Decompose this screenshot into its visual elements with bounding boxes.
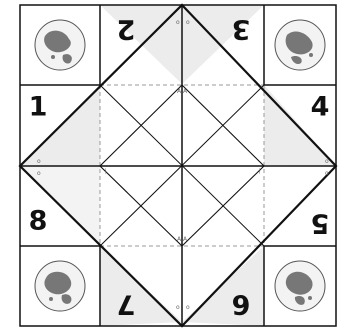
map-globe-icon (35, 20, 85, 70)
fortune-number-7: 7 (117, 289, 136, 320)
corner-mark-left-lower: o (37, 170, 41, 177)
top-center-mark: o (176, 19, 180, 26)
inner-right-mark: — (256, 168, 263, 174)
fortune-number-1: 1 (29, 92, 48, 123)
fortune-number-4: 4 (311, 92, 330, 123)
fold-mark-bottom: A A (177, 236, 188, 243)
fortune-number-2: 2 (117, 14, 136, 45)
corner-mark-left: o (37, 158, 41, 165)
bottom-center-mark: o (176, 304, 180, 311)
fortune-number-3: 3 (232, 14, 251, 45)
corner-mark-right: o (325, 158, 329, 165)
fortune-number-8: 8 (29, 206, 48, 237)
map-globe-icon (35, 261, 85, 311)
fortune-number-6: 6 (232, 289, 251, 320)
map-globe-icon (275, 20, 325, 70)
top-center-mark-right: o (186, 19, 190, 26)
map-globe-icon (275, 261, 325, 311)
fortune-number-5: 5 (311, 208, 330, 239)
bottom-center-mark-right: o (186, 304, 190, 311)
inner-left-mark: — (102, 168, 109, 174)
corner-mark-right-lower: o (325, 170, 329, 177)
fold-mark-top: A A (177, 88, 188, 95)
